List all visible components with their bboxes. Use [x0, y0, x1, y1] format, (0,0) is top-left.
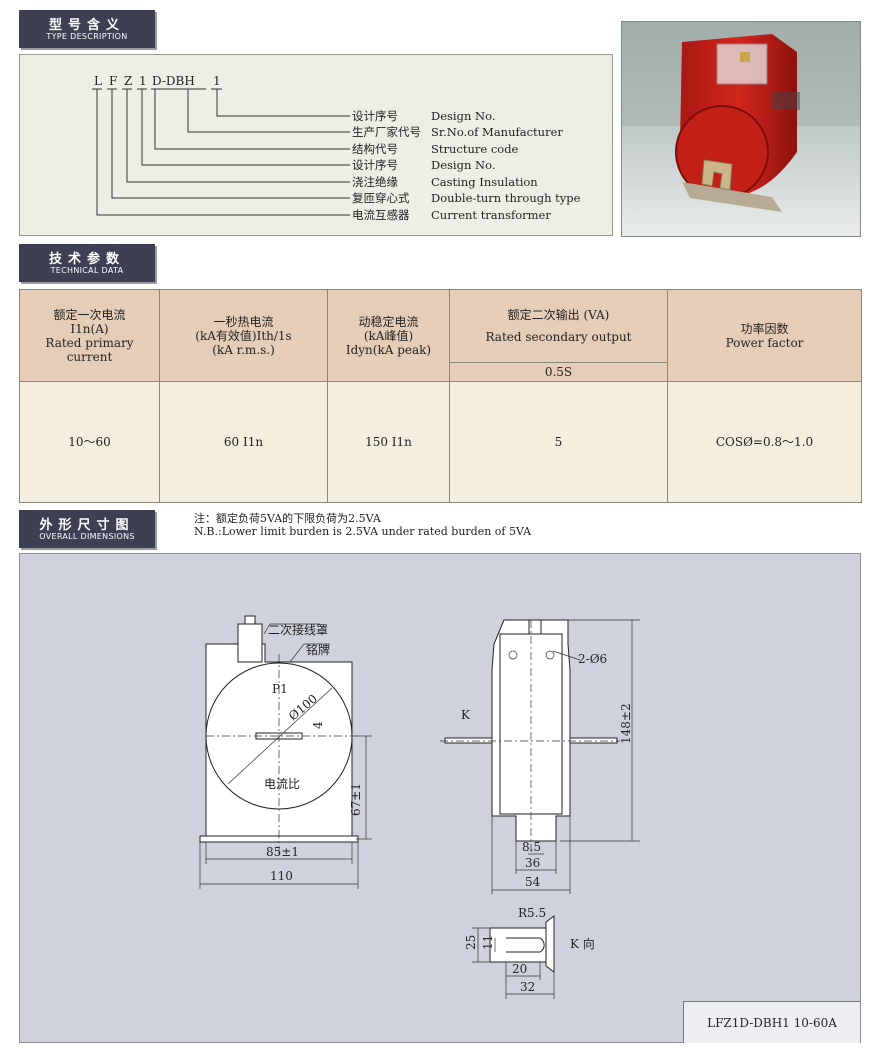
label-r5-5: R5.5 [518, 906, 546, 920]
item-en: Structure code [431, 142, 519, 156]
cell-dynamic-current: 150 I1n [327, 381, 450, 503]
label-p1: P1 [272, 682, 288, 696]
label-h148: 148±2 [619, 703, 633, 744]
section-title-en: OVERALL DIMENSIONS [39, 532, 135, 541]
cell-rated-secondary: 5 [449, 381, 668, 503]
item-cn: 结构代号 [352, 142, 398, 156]
label-d25: 25 [464, 935, 478, 950]
burden-note: 注：额定负荷5VA的下限负荷为2.5VA N.B.:Lower limit bu… [194, 512, 531, 538]
section-title-cn: 外形尺寸图 [39, 518, 135, 533]
label-w36: 36 [525, 856, 540, 870]
section-title-en: TECHNICAL DATA [50, 266, 124, 275]
section-title-cn: 技术参数 [48, 252, 125, 267]
transformer-illustration [622, 22, 860, 236]
section-title-en: TYPE DESCRIPTION [46, 32, 128, 41]
section-header-type-description: 型号含义 TYPE DESCRIPTION [19, 10, 155, 48]
label-k-view: K 向 [570, 936, 595, 951]
note-cn: 注：额定负荷5VA的下限负荷为2.5VA [194, 512, 381, 525]
code-letter: L [94, 74, 102, 88]
code-letter: F [109, 74, 117, 88]
item-cn: 设计序号 [352, 158, 398, 172]
header-accuracy-class: 0.5S [449, 362, 668, 382]
label-four: 4 [311, 721, 325, 729]
code-letter: Z [124, 74, 132, 88]
section-header-technical-data: 技术参数 TECHNICAL DATA [19, 244, 155, 282]
label-secondary-cover: 二次接线罩 [268, 622, 328, 637]
code-letter: 1 [139, 74, 147, 88]
label-holes: 2-Ø6 [578, 652, 607, 666]
header-dynamic-current: 动稳定电流(kA峰值)Idyn(kA peak) [327, 289, 450, 382]
header-rated-secondary: 额定二次输出 (VA)Rated secondary output [449, 289, 668, 363]
header-thermal-current: 一秒热电流(kA有效值)Ith/1s(kA r.m.s.) [159, 289, 328, 382]
cell-power-factor: COSØ=0.8～1.0 [667, 381, 862, 503]
label-w8-5: 8.5 [522, 840, 541, 854]
label-w110: 110 [270, 869, 293, 883]
label-d11: 11 [481, 935, 495, 950]
section-header-overall-dimensions: 外形尺寸图 OVERALL DIMENSIONS [19, 510, 155, 548]
item-cn: 电流互感器 [352, 208, 410, 222]
item-en: Design No. [431, 158, 495, 172]
item-en: Sr.No.of Manufacturer [431, 125, 563, 139]
item-en: Double-turn through type [431, 191, 581, 205]
label-h67: 67±1 [349, 783, 363, 816]
product-photo [621, 21, 861, 237]
note-en: N.B.:Lower limit burden is 2.5VA under r… [194, 525, 532, 538]
model-tag: LFZ1D-DBH1 10-60A [683, 1001, 860, 1043]
label-k-side: K [461, 708, 471, 722]
item-en: Design No. [431, 109, 495, 123]
type-description-panel: L F Z 1 D-DBH 1 设计序号 Design No. 生产厂家代号 S… [19, 54, 613, 236]
label-w54: 54 [525, 875, 541, 889]
item-cn: 生产厂家代号 [352, 125, 421, 139]
section-title-cn: 型号含义 [48, 18, 125, 33]
cell-rated-primary: 10～60 [19, 381, 160, 503]
label-nameplate: 铭牌 [306, 642, 330, 657]
model-code-diagram: L F Z 1 D-DBH 1 设计序号 Design No. 生产厂家代号 S… [92, 74, 581, 222]
code-letter: D-DBH [152, 74, 195, 88]
label-w85: 85±1 [266, 845, 299, 859]
item-en: Casting Insulation [431, 175, 538, 189]
code-letter: 1 [213, 74, 221, 88]
label-d20: 20 [512, 962, 527, 976]
item-en: Current transformer [431, 208, 551, 222]
cell-thermal-current: 60 I1n [159, 381, 328, 503]
item-cn: 设计序号 [352, 109, 398, 123]
item-cn: 浇注绝缘 [352, 175, 398, 189]
dimensions-panel: 二次接线罩 铭牌 P1 Ø100 4 电流比 67±1 85±1 110 K 2… [19, 553, 861, 1043]
item-cn: 复匝穿心式 [352, 191, 410, 205]
dimension-drawing: 二次接线罩 铭牌 P1 Ø100 4 电流比 67±1 85±1 110 K 2… [199, 615, 640, 999]
label-d32: 32 [520, 980, 535, 994]
label-ratio: 电流比 [264, 777, 300, 791]
